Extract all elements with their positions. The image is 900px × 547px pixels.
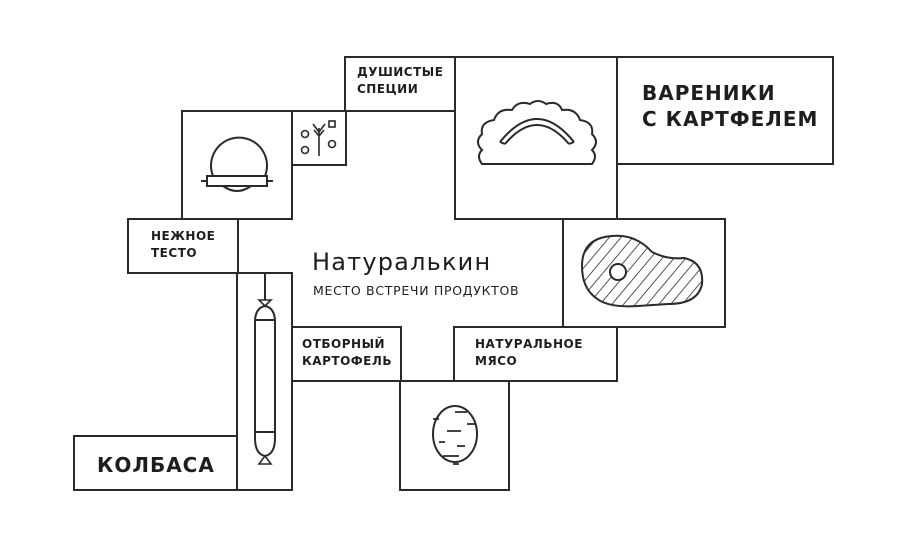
vareniki-label-box: ВАРЕНИКИ С КАРТФЕЛЕМ bbox=[616, 56, 834, 165]
bread-icon-box bbox=[181, 110, 293, 220]
sausage-icon-box bbox=[236, 272, 293, 491]
spices-icon bbox=[300, 120, 337, 156]
steak-icon bbox=[580, 234, 704, 308]
potato-label: ОТБОРНЫЙ КАРТОФЕЛЬ bbox=[302, 337, 392, 369]
sausage-label: КОЛБАСА bbox=[97, 453, 215, 477]
sausage-label-box: КОЛБАСА bbox=[73, 435, 238, 491]
dumpling-icon bbox=[477, 100, 597, 165]
dumpling-icon-box bbox=[454, 56, 618, 220]
potato-icon bbox=[432, 405, 478, 465]
steak-icon-box bbox=[562, 218, 726, 328]
spices-label-box: ДУШИСТЫЕ СПЕЦИИ bbox=[344, 56, 456, 112]
dough-label: НЕЖНОЕ ТЕСТО bbox=[151, 229, 216, 261]
potato-icon-box bbox=[399, 380, 510, 491]
sausage-icon bbox=[254, 274, 276, 465]
spices-icon-box bbox=[291, 110, 347, 166]
meat-label: НАТУРАЛЬНОЕ МЯСО bbox=[475, 337, 583, 369]
brand-title: Натуралькин bbox=[312, 248, 492, 276]
vareniki-label: ВАРЕНИКИ С КАРТФЕЛЕМ bbox=[642, 81, 819, 131]
brand-subtitle: место встречи продуктов bbox=[313, 283, 520, 298]
bread-icon bbox=[201, 136, 273, 192]
dough-label-box: НЕЖНОЕ ТЕСТО bbox=[127, 218, 239, 274]
potato-label-box: ОТБОРНЫЙ КАРТОФЕЛЬ bbox=[291, 326, 402, 382]
meat-label-box: НАТУРАЛЬНОЕ МЯСО bbox=[453, 326, 618, 382]
spices-label: ДУШИСТЫЕ СПЕЦИИ bbox=[357, 65, 444, 97]
